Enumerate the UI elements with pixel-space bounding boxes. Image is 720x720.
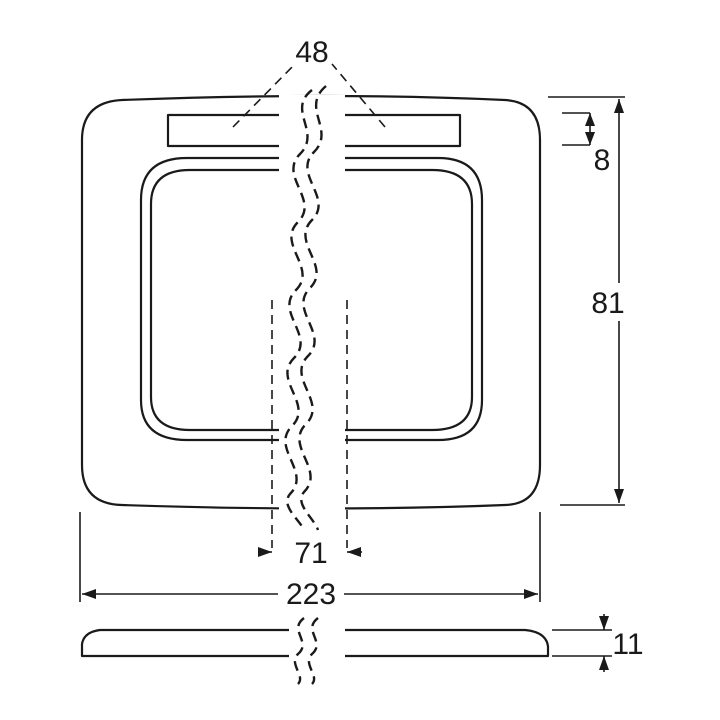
dim-8-arrow-top [585, 113, 595, 126]
dim-label-48: 48 [295, 36, 328, 69]
side-profile [80, 628, 550, 658]
break-line-right [298, 85, 327, 531]
break-line-left [284, 89, 313, 531]
dim-71-arrow-left [258, 547, 272, 557]
frame-outline [80, 94, 542, 510]
dim-71-arrow-right [347, 547, 361, 557]
dim-11-arrow-bottom [599, 656, 609, 670]
dim-label-71: 71 [294, 537, 327, 570]
dim-81-label-mask [596, 283, 642, 321]
dim-8-arrow-bottom [585, 132, 595, 145]
side-break-left [293, 617, 305, 685]
dim-223-arrow-right [524, 589, 538, 599]
dim-223-label-mask [278, 575, 344, 611]
dim-label-223: 223 [286, 578, 336, 611]
dim-label-8: 8 [594, 144, 611, 177]
dim-11-arrow-top [599, 616, 609, 630]
dim-81-arrow-top [614, 99, 624, 113]
dim-label-81: 81 [591, 287, 624, 320]
dim-label-11: 11 [612, 628, 643, 661]
opening-outer-contour [139, 156, 484, 442]
side-break-right [307, 617, 319, 685]
opening-inner-contour [149, 168, 474, 432]
dim-48-leader-right [331, 63, 386, 128]
dim-223-arrow-left [82, 589, 96, 599]
dim-81-arrow-bottom [614, 489, 624, 503]
